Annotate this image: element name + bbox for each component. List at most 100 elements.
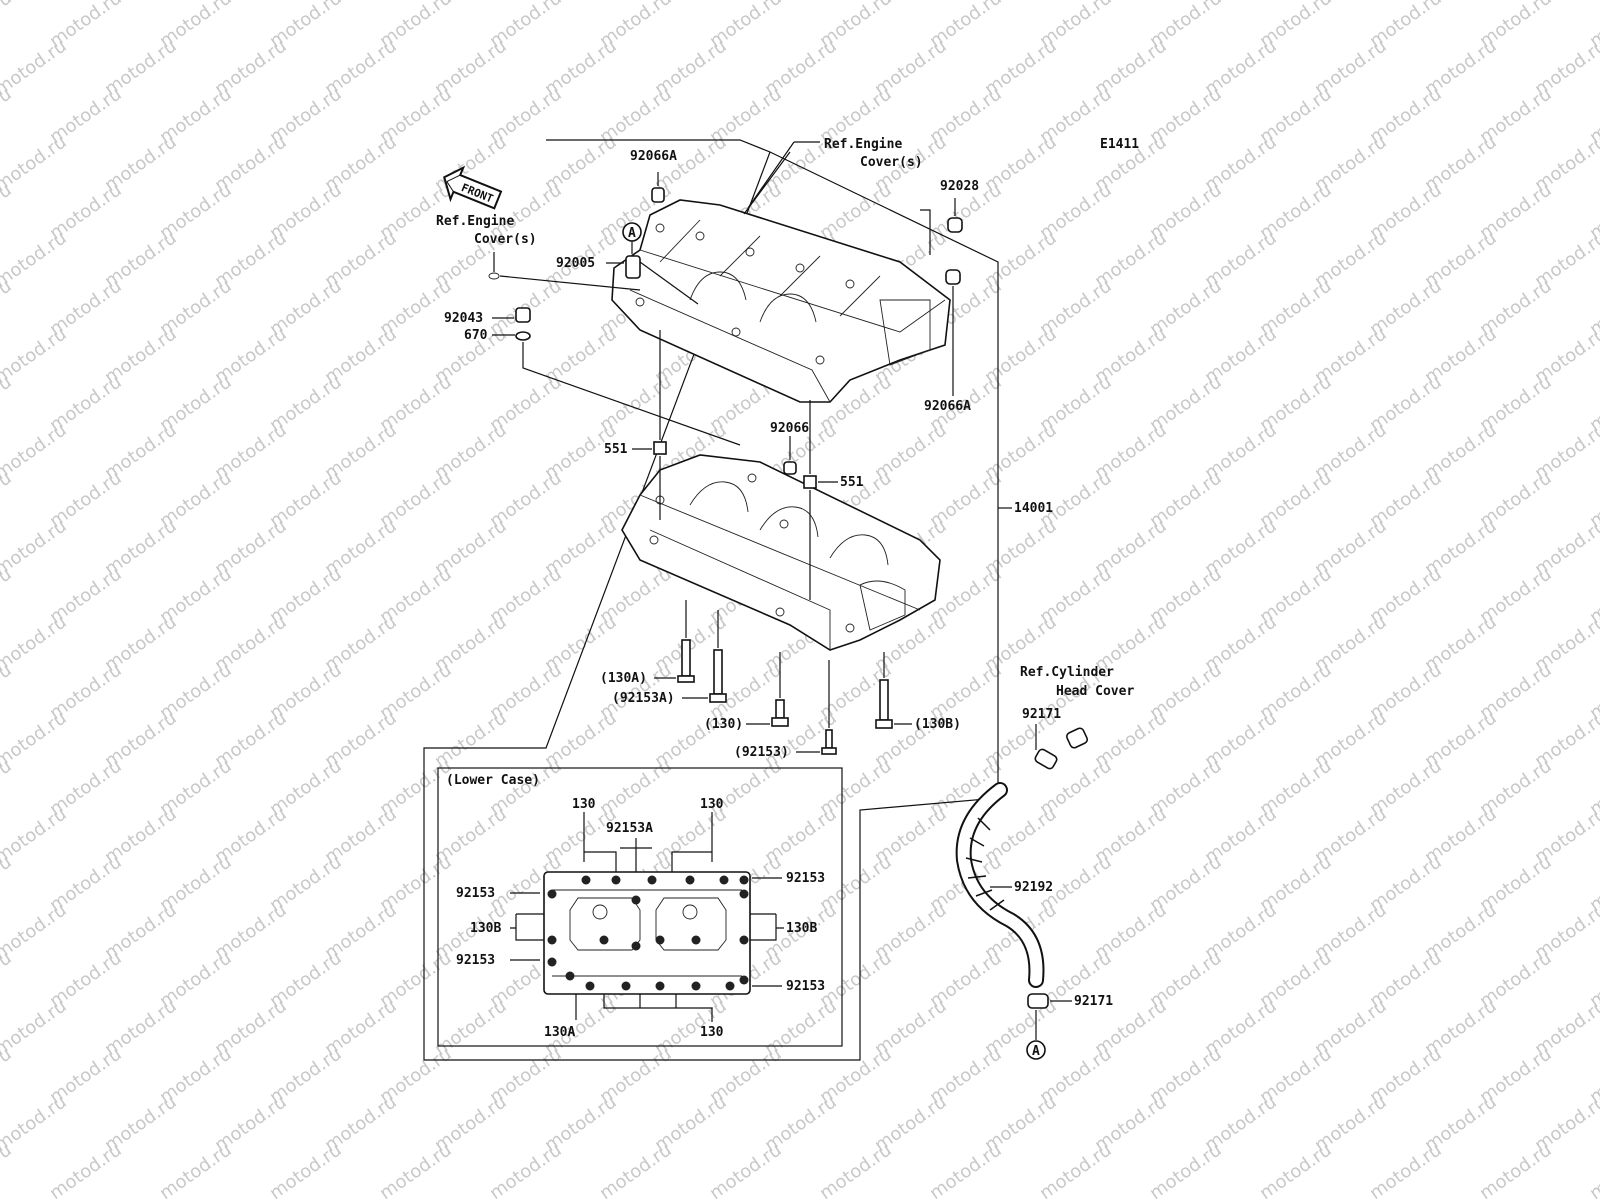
watermark-text: motod.ru [1256,1140,1336,1200]
callout-a-top: A [628,226,636,241]
upper-crankcase [611,199,951,403]
bolt-head-icon [581,875,591,885]
bolt-130 [771,699,789,727]
label-92066A-top: 92066A [630,149,677,164]
label-92005: 92005 [556,256,595,271]
leader-92028-bracket [920,209,931,255]
leader-lower-130-top [583,812,713,872]
watermark-text: motod.ru [0,516,71,581]
lower-label-92153-left1: 92153 [456,886,495,901]
watermark-text: motod.ru [0,276,16,341]
watermark-text: motod.ru [0,180,16,245]
bolt-head-icon [739,935,749,945]
lower-label-130-bottom: 130 [700,1025,724,1040]
label-92043: 92043 [444,311,483,326]
ref-engine-cover-left-line1: Ref.Engine [436,214,514,229]
bolt-head-icon [547,957,557,967]
leader-lower-130-bottom [603,994,713,1022]
bolt-130A [677,639,695,683]
watermark-text: motod.ru [0,708,71,773]
clamp-92171-top [1034,748,1058,770]
watermark-text: motod.ru [596,1140,676,1200]
lower-label-130A-bottom: 130A [544,1025,575,1040]
label-92066: 92066 [770,421,809,436]
lower-case-plate [543,871,751,995]
label-551-right: 551 [840,475,864,490]
leader-ref-engine-cover-left [493,252,641,291]
leader-670-to-case [522,342,741,446]
callout-circle-a-bottom [1026,1040,1046,1060]
diagram-code: E1411 [1100,137,1139,152]
lower-label-130B-left: 130B [470,921,501,936]
label-551-left: 551 [604,442,628,457]
bolt-head-icon [655,935,665,945]
label-92153A: (92153A) [612,691,675,706]
watermark-text: motod.ru [0,900,71,965]
label-92028: 92028 [940,179,979,194]
bolt-92153A [709,649,727,703]
nut-92066 [783,461,797,475]
watermark-text: motod.ru [0,420,71,485]
bolt-head-icon [691,981,701,991]
lower-label-92153-left2: 92153 [456,953,495,968]
bolt-head-icon [655,981,665,991]
lower-case-inset-frame [437,767,843,1047]
dowel-92043 [515,307,531,323]
label-130: (130) [704,717,743,732]
bolt-head-icon [647,875,657,885]
watermark-text: motod.ru [0,84,16,149]
lower-label-92153A: 92153A [606,821,653,836]
plug-92028 [947,217,963,233]
watermark-text: motod.ru [0,996,71,1061]
watermark-text: motod.ru [0,804,71,869]
watermark-text: motod.ru [1146,1140,1226,1200]
label-92153: (92153) [734,745,789,760]
ref-cylinder-head-cover-line2: Head Cover [1056,684,1134,699]
bolt-head-icon [691,935,701,945]
watermark-text: motod.ru [0,564,16,629]
label-670: 670 [464,328,488,343]
bolt-head-icon [739,889,749,899]
watermark-text: motod.ru [0,324,71,389]
watermark-text: motod.ru [376,1140,456,1200]
bolt-head-icon [599,935,609,945]
ref-engine-cover-left-line2: Cover(s) [474,232,537,247]
dowel-551-left [653,441,667,455]
lower-label-92153-right2: 92153 [786,979,825,994]
watermark-text: motod.ru [0,1044,16,1109]
bolt-head-icon [739,875,749,885]
fitting-cylinder-head-cover [1065,727,1089,749]
label-92171-bottom: 92171 [1074,994,1113,1009]
bolt-head-icon [725,981,735,991]
watermark-text: motod.ru [0,468,16,533]
lower-label-130-top-left: 130 [572,797,596,812]
label-92066A-right: 92066A [924,399,971,414]
lower-label-130B-right: 130B [786,921,817,936]
watermark-text: motod.ru [1366,1140,1446,1200]
watermark-text: motod.ru [816,1140,896,1200]
bolt-head-icon [719,875,729,885]
bolt-92153 [821,729,837,755]
watermark-text: motod.ru [156,1140,236,1200]
lower-case-title: (Lower Case) [446,773,540,788]
watermark-text: motod.ru [706,1140,786,1200]
leader-lower-130B-left [510,913,544,941]
watermark-text: motod.ru [0,228,71,293]
ref-engine-cover-top-line2: Cover(s) [860,155,923,170]
watermark-text: motod.ru [1476,1140,1556,1200]
o-ring-670 [515,331,531,341]
clamp-92171-bottom [1027,993,1049,1009]
label-14001: 14001 [1014,501,1053,516]
watermark-text: motod.ru [0,612,71,677]
label-130A: (130A) [600,671,647,686]
bolt-130B [875,679,893,729]
assembly-bracket-outline [423,139,999,1061]
bolt-head-icon [547,935,557,945]
leader-ref-engine-cover-top-lines [743,141,795,215]
label-130B: (130B) [914,717,961,732]
bolt-head-icon [685,875,695,885]
leader-lower-92153A [620,838,652,872]
watermark-text: motod.ru [0,660,16,725]
watermark-text: motod.ru [266,1140,346,1200]
